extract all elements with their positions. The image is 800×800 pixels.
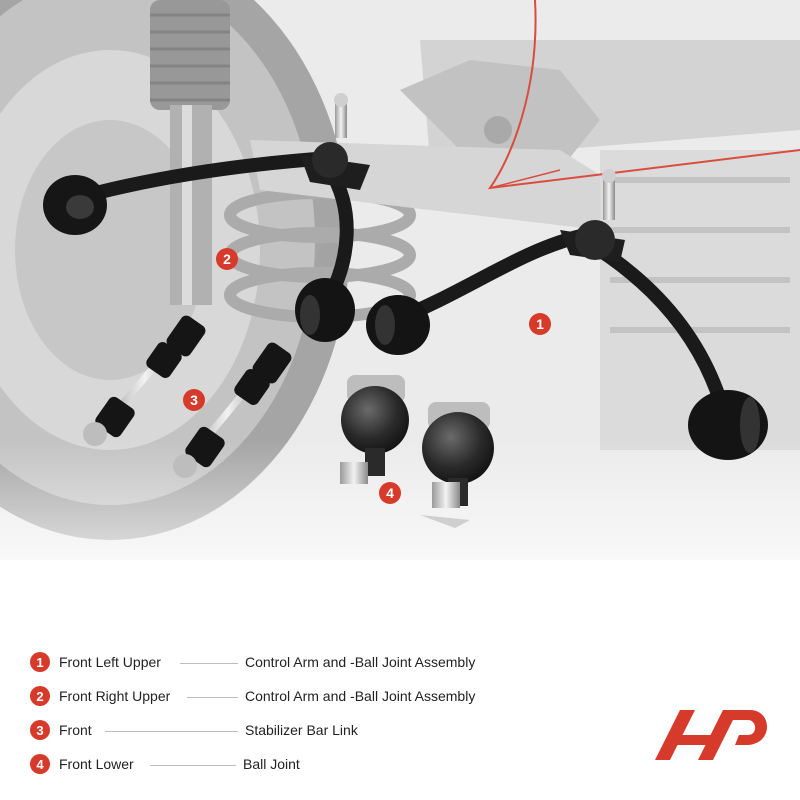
legend-row: 2 Front Right Upper Control Arm and -Bal… (30, 684, 550, 718)
legend-part-name: Control Arm and -Ball Joint Assembly (245, 688, 476, 704)
callout-number-3: 3 (183, 389, 205, 411)
legend-number-2: 2 (30, 686, 50, 706)
lower-ball-joints (340, 375, 494, 528)
legend-part-name: Ball Joint (243, 756, 300, 772)
parts-legend: 1 Front Left Upper Control Arm and -Ball… (30, 650, 550, 786)
legend-number-3: 3 (30, 720, 50, 740)
legend-divider (105, 731, 238, 732)
legend-location: Front Right Upper (59, 688, 171, 704)
brand-logo-icon (655, 710, 767, 760)
callout-number-1: 1 (529, 313, 551, 335)
legend-row: 3 Front Stabilizer Bar Link (30, 718, 550, 752)
legend-part-name: Stabilizer Bar Link (245, 722, 358, 738)
callout-number-4: 4 (379, 482, 401, 504)
legend-row: 1 Front Left Upper Control Arm and -Ball… (30, 650, 550, 684)
legend-location: Front Left Upper (59, 654, 161, 670)
legend-location: Front Lower (59, 756, 134, 772)
legend-part-name: Control Arm and -Ball Joint Assembly (245, 654, 476, 670)
legend-location: Front (59, 722, 92, 738)
legend-divider (187, 697, 238, 698)
legend-divider (180, 663, 238, 664)
stabilizer-bar-links (83, 315, 292, 478)
legend-divider (150, 765, 236, 766)
legend-number-4: 4 (30, 754, 50, 774)
legend-number-1: 1 (30, 652, 50, 672)
legend-row: 4 Front Lower Ball Joint (30, 752, 550, 786)
control-arm-right-upper (43, 93, 370, 342)
control-arm-left-upper (366, 169, 768, 460)
callout-number-2: 2 (216, 248, 238, 270)
